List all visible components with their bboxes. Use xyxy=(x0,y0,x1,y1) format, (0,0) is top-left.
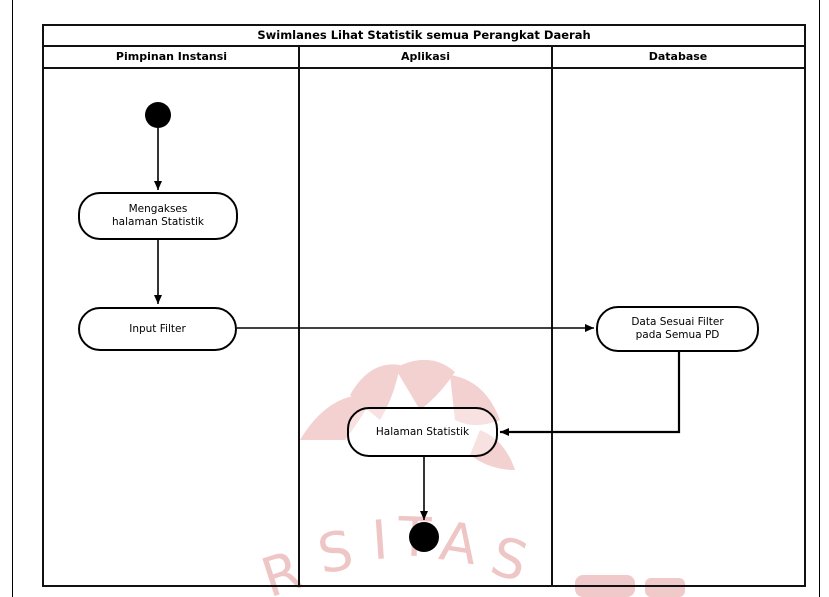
page-frame xyxy=(12,0,820,597)
action-label: Halaman Statistik xyxy=(375,425,470,438)
final-node xyxy=(409,522,439,552)
flow-arrow xyxy=(500,351,681,436)
action-label: Input Filter xyxy=(129,322,186,335)
diagram-title: Swimlanes Lihat Statistik semua Perangka… xyxy=(44,26,804,47)
action-mengakses-halaman-statistik: Mengakses halaman Statistik xyxy=(78,192,238,240)
action-halaman-statistik: Halaman Statistik xyxy=(347,407,498,457)
lane-header-aplikasi: Aplikasi xyxy=(299,47,552,69)
initial-node xyxy=(145,102,171,128)
action-label-line: pada Semua PD xyxy=(635,329,720,341)
action-label-line: Mengakses xyxy=(128,203,188,215)
lane-divider xyxy=(298,47,300,585)
action-input-filter: Input Filter xyxy=(78,307,237,351)
action-data-sesuai-filter: Data Sesuai Filter pada Semua PD xyxy=(596,306,759,352)
lane-header-database: Database xyxy=(552,47,804,69)
activity-diagram: Swimlanes Lihat Statistik semua Perangka… xyxy=(42,24,806,587)
action-label-line: halaman Statistik xyxy=(112,216,204,228)
action-label-line: Data Sesuai Filter xyxy=(631,316,724,328)
lane-divider xyxy=(551,47,553,585)
lane-header-pimpinan-instansi: Pimpinan Instansi xyxy=(44,47,299,69)
